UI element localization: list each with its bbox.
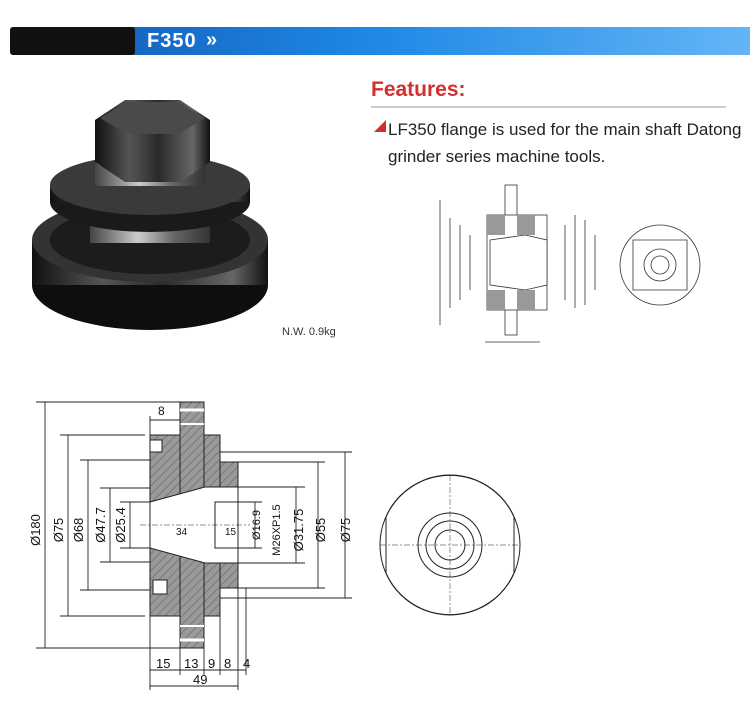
dim-bottom-0: 15 — [156, 656, 170, 671]
technical-drawing: Ø180 Ø75 Ø68 Ø47.7 Ø25.4 34 15 8 Ø16.9 M… — [28, 401, 521, 690]
dim-top-8: 8 — [158, 404, 165, 418]
inner-label-34: 34 — [176, 527, 188, 538]
dim-total: 49 — [193, 672, 207, 687]
drawing-thumbnail — [439, 184, 701, 343]
dim-bottom-4: 4 — [243, 656, 250, 671]
inner-label-15: 15 — [225, 527, 237, 538]
banner-title: F350 — [147, 30, 197, 52]
dim-bottom-1: 13 — [184, 656, 198, 671]
banner-notch — [118, 27, 132, 55]
weight-label: N.W. 0.9kg — [282, 326, 336, 338]
banner-bar — [118, 27, 750, 55]
features-description: LF350 flange is used for the main shaft … — [388, 120, 742, 166]
product-photo — [32, 100, 268, 330]
dim-left-1: Ø75 — [51, 518, 66, 543]
dim-bottom-2: 9 — [208, 656, 215, 671]
dim-left-2: Ø68 — [71, 518, 86, 543]
chevron-right-icon: » — [206, 29, 218, 51]
dim-right-3: Ø55 — [313, 518, 328, 543]
dim-right-1: M26XP1.5 — [271, 504, 283, 555]
bullet-icon — [374, 120, 386, 132]
dim-bottom-3: 8 — [224, 656, 231, 671]
dim-left-3: Ø47.7 — [93, 507, 108, 542]
dim-left-0: Ø180 — [28, 514, 43, 546]
dim-right-2: Ø31.75 — [291, 509, 306, 552]
features-divider — [371, 106, 726, 108]
dim-right-0: Ø16.9 — [251, 510, 263, 540]
features-title: Features: — [371, 78, 466, 101]
dim-left-4: Ø25.4 — [113, 507, 128, 542]
dim-right-4: Ø75 — [338, 518, 353, 543]
banner-dark-block — [10, 27, 135, 55]
